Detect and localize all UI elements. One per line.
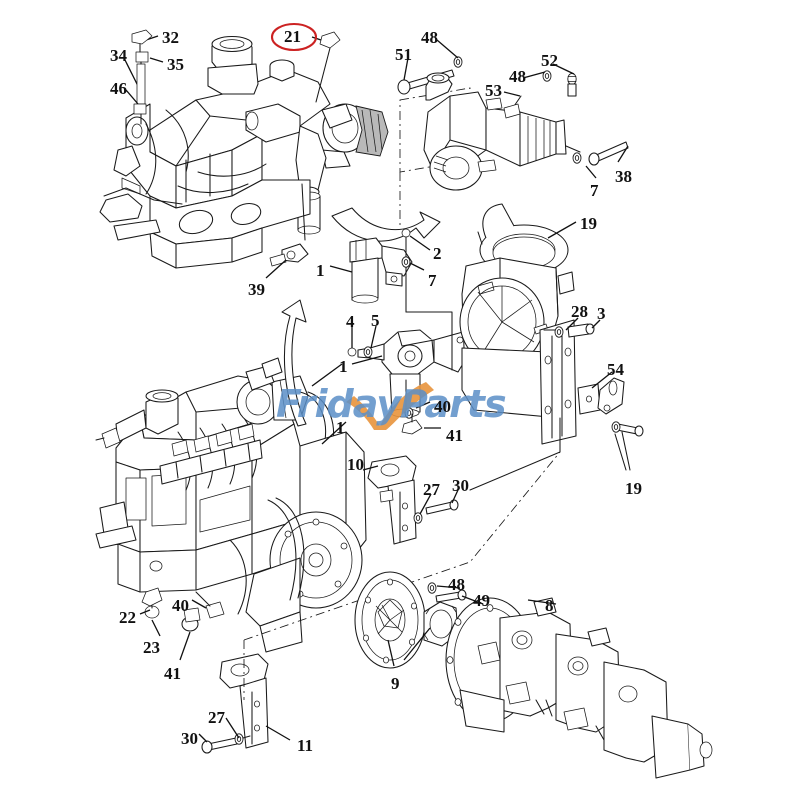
callout-1: 1 (316, 261, 325, 280)
leaders-lower-engine (139, 363, 347, 743)
callout-4: 4 (346, 312, 355, 331)
callout-48: 48 (509, 67, 526, 86)
highlight-ellipse-21 (270, 22, 318, 52)
lower-engine-assembly (95, 299, 561, 754)
callout-46: 46 (110, 79, 127, 98)
callout-8: 8 (545, 596, 554, 615)
callout-7: 7 (590, 181, 599, 200)
callout-7: 7 (428, 271, 437, 290)
hydraulic-pump-assembly (354, 571, 713, 779)
leaders-compressor (403, 39, 629, 179)
callout-40: 40 (434, 397, 451, 416)
callout-54: 54 (607, 360, 624, 379)
oil-filter-upper (349, 228, 453, 337)
compressor-assembly (331, 56, 629, 242)
callout-34: 34 (110, 46, 127, 65)
air-cleaner-assembly (459, 203, 644, 491)
callout-53: 53 (485, 81, 502, 100)
callout-38: 38 (615, 167, 632, 186)
callout-40: 40 (172, 596, 189, 615)
callout-2: 2 (433, 244, 442, 263)
callout-21: 21 (284, 27, 301, 46)
callout-28: 28 (571, 302, 588, 321)
callout-3: 3 (597, 304, 606, 323)
callout-10: 10 (347, 455, 364, 474)
callout-48: 48 (448, 575, 465, 594)
callout-27: 27 (208, 708, 225, 727)
callout-22: 22 (119, 608, 136, 627)
callout-23: 23 (143, 638, 160, 657)
callout-32: 32 (162, 28, 179, 47)
callout-30: 30 (181, 729, 198, 748)
callout-19: 19 (580, 214, 597, 233)
callout-1: 1 (336, 418, 345, 437)
leaders-pump (387, 585, 557, 667)
callout-35: 35 (167, 55, 184, 74)
callout-30: 30 (452, 476, 469, 495)
callout-27: 27 (423, 480, 440, 499)
callout-48: 48 (421, 28, 438, 47)
callout-11: 11 (297, 736, 314, 755)
callout-41: 41 (446, 426, 463, 445)
leaders-upper-left (123, 29, 164, 125)
upper-engine-assembly (99, 35, 389, 269)
leader-21 (311, 31, 341, 103)
callout-39: 39 (248, 280, 265, 299)
callout-19: 19 (625, 479, 642, 498)
callout-5: 5 (371, 311, 380, 330)
callout-41: 41 (164, 664, 181, 683)
transfer-pump-assembly (347, 329, 471, 435)
callout-51: 51 (395, 45, 412, 64)
leaders-aircleaner (547, 221, 613, 389)
callout-9: 9 (391, 674, 400, 693)
callout-52: 52 (541, 51, 558, 70)
callout-1: 1 (339, 357, 348, 376)
engine-mount-bracket (362, 455, 459, 545)
leaders-filter (265, 235, 431, 279)
callout-49: 49 (473, 591, 490, 610)
